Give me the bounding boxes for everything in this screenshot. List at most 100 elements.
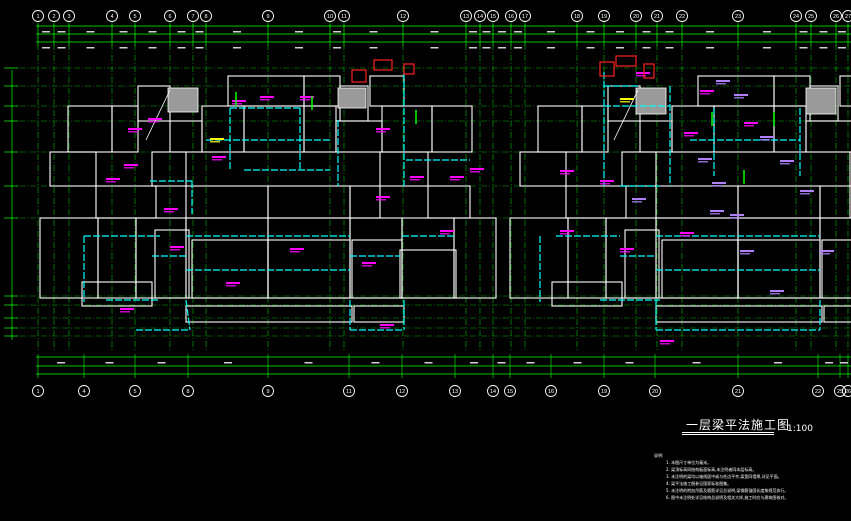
grid-bubble	[805, 10, 817, 22]
dimension-text-mark	[665, 31, 674, 33]
dimension-text-mark	[642, 31, 651, 33]
dimension-text-mark	[369, 47, 378, 49]
dimension-text-mark	[482, 47, 491, 49]
grid-bubble-label: 17	[522, 14, 528, 20]
grid-bubble	[487, 10, 499, 22]
annotation-mark	[120, 308, 134, 310]
grid-bubble	[182, 385, 194, 397]
grid-bubble	[449, 385, 461, 397]
grid-bubble	[200, 10, 212, 22]
dimension-text-mark	[430, 31, 439, 33]
dimension-text-mark	[763, 47, 771, 49]
annotation-mark	[712, 185, 722, 187]
dimension-text-mark	[119, 47, 128, 49]
dimension-text-mark	[157, 362, 166, 364]
annotation-mark	[660, 340, 674, 342]
annotation-mark	[710, 210, 724, 212]
dimension-text-mark	[424, 362, 433, 364]
grid-bubble	[262, 10, 274, 22]
annotation-mark	[770, 293, 780, 295]
dimension-text-mark	[838, 47, 846, 49]
annotation-mark	[770, 290, 784, 292]
annotation-mark	[684, 132, 698, 134]
grid-bubble-label: 13	[463, 14, 469, 20]
wall-outline	[819, 185, 851, 219]
title-underline	[682, 432, 774, 433]
grid-bubble-label: 15	[507, 389, 513, 395]
grid-bubble-label: 4	[110, 14, 113, 20]
stair-hatch	[337, 87, 367, 109]
annotation-mark	[780, 163, 790, 165]
grid-bubble	[460, 10, 472, 22]
annotation-mark	[300, 99, 310, 101]
dimension-text-mark	[148, 47, 157, 49]
grid-bubble	[834, 385, 846, 397]
grid-bubble	[812, 385, 824, 397]
dimension-text-mark	[838, 31, 846, 33]
annotation-mark	[470, 171, 480, 173]
grid-bubble	[32, 385, 44, 397]
dimension-text-mark	[547, 47, 555, 49]
beam-annotations	[106, 55, 834, 345]
dimension-text-mark	[498, 47, 506, 49]
annotation-mark	[636, 75, 646, 77]
annotation-mark	[232, 100, 246, 102]
grid-bubble-label: 15	[490, 14, 496, 20]
annotation-mark	[440, 233, 450, 235]
wall-outline	[849, 151, 851, 187]
annotation-mark	[362, 265, 372, 267]
annotation-mark	[226, 285, 236, 287]
wall-outline	[185, 305, 353, 323]
annotation-mark	[680, 232, 694, 234]
dimension-text-mark	[763, 31, 771, 33]
grid-bubble	[649, 385, 661, 397]
dimension-text-mark	[616, 31, 624, 33]
grid-bubble	[630, 10, 642, 22]
annotation-mark	[260, 99, 270, 101]
annotation-mark	[632, 198, 646, 200]
annotation-mark	[680, 235, 690, 237]
grid-bubble	[324, 10, 336, 22]
annotation-mark	[800, 193, 810, 195]
annotation-mark	[760, 139, 770, 141]
dimension-text-mark	[430, 47, 439, 49]
wall-outline	[154, 229, 190, 299]
dimension-text-mark	[42, 31, 50, 33]
dimension-text-mark	[547, 31, 555, 33]
dimension-text-mark	[825, 362, 833, 364]
annotation-mark	[700, 93, 710, 95]
grid-bubble	[732, 385, 744, 397]
stair-marker	[599, 61, 615, 77]
grid-bubble-label: 8	[204, 14, 207, 20]
annotation-mark	[410, 179, 420, 181]
dimension-text-mark	[840, 362, 848, 364]
note-item: 4. 梁平法施工图参见国家标准图集。	[666, 481, 732, 486]
grid-bubble	[830, 10, 842, 22]
dimension-text-mark	[469, 47, 477, 49]
annotation-mark	[560, 233, 570, 235]
grid-bubble-label: 27	[845, 14, 851, 20]
dimension-text-mark	[233, 31, 241, 33]
annotation-mark	[290, 248, 304, 250]
grid-bubble	[790, 10, 802, 22]
grid-bubble	[505, 10, 517, 22]
annotation-mark	[560, 230, 574, 232]
annotation-mark	[560, 173, 570, 175]
wall-beam-outlines	[39, 75, 851, 323]
stair-hatch	[635, 87, 667, 115]
stair-marker	[403, 63, 415, 75]
stair-diagonal	[145, 89, 171, 141]
grid-bubble	[78, 385, 90, 397]
annotation-mark	[128, 128, 142, 130]
grid-bubble	[187, 10, 199, 22]
wall-outline	[839, 75, 851, 107]
annotation-mark	[620, 248, 634, 250]
annotation-mark	[376, 196, 390, 198]
annotation-mark	[362, 262, 376, 264]
stair-marker	[643, 63, 655, 79]
dimension-text-mark	[233, 47, 241, 49]
dimension-text-mark	[497, 362, 506, 364]
grid-bubble-label: 14	[477, 14, 483, 20]
wall-outline	[431, 105, 473, 153]
